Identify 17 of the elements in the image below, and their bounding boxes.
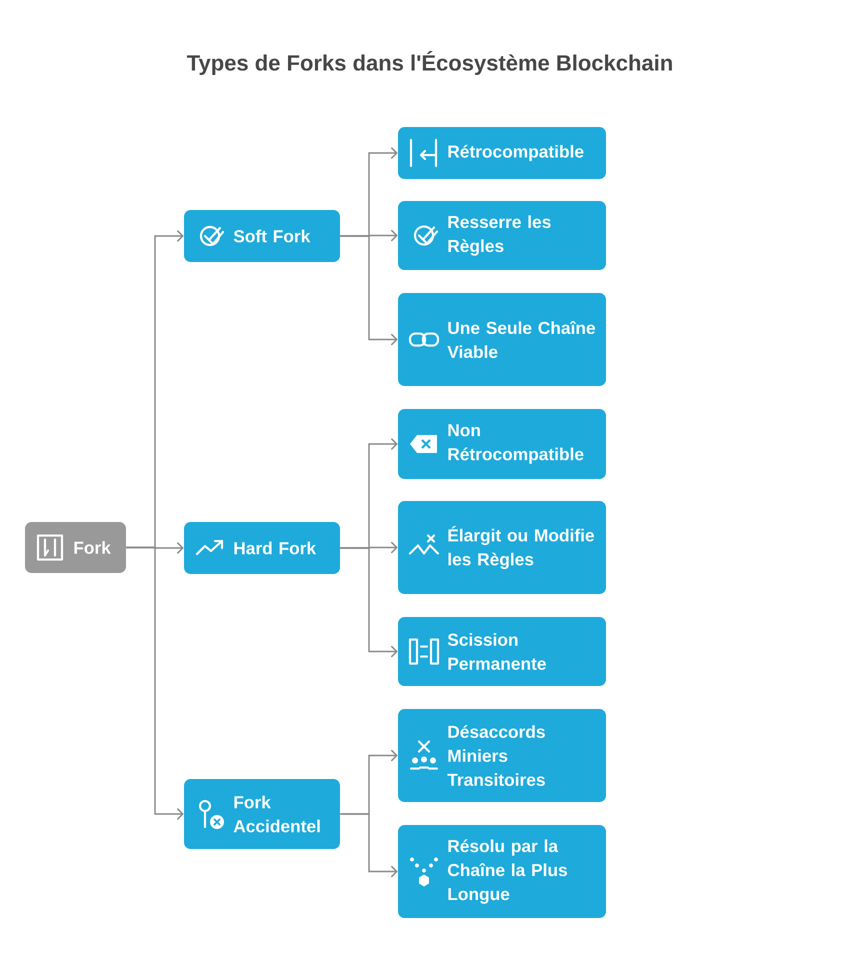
arrow bbox=[340, 547, 398, 658]
process-box: Résolu par la Chaîne la Plus Longue bbox=[398, 825, 606, 918]
process-box: Rétrocompatible bbox=[398, 127, 606, 179]
process-box: Soft Fork bbox=[184, 210, 340, 262]
root-box: Fork bbox=[25, 522, 126, 573]
process-box: Fork Accidentel bbox=[184, 779, 340, 850]
process-box: Non Rétrocompatible bbox=[398, 409, 606, 479]
arrow bbox=[340, 235, 398, 346]
process-box: Scission Permanente bbox=[398, 617, 606, 686]
process-box: Élargit ou Modifie les Règles bbox=[398, 501, 606, 594]
process-box: Désaccords Miniers Transitoires bbox=[398, 709, 606, 802]
process-box: Hard Fork bbox=[184, 522, 340, 574]
arrow bbox=[340, 813, 398, 878]
title: Types de Forks dans l'Écosystème Blockchain bbox=[186, 50, 672, 76]
arrow bbox=[126, 546, 184, 820]
process-box: Une Seule Chaîne Viable bbox=[398, 293, 606, 386]
process-box: Resserre les Règles bbox=[398, 201, 606, 270]
